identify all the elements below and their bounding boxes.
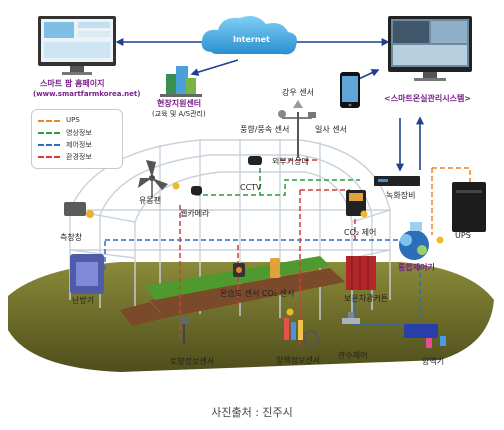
legend-swatch [38,144,60,146]
greenhouse-system-monitor [388,16,472,81]
legend-swatch [38,156,60,158]
irrigation-control-label: 관수제어 [338,351,368,360]
legend-swatch [38,120,60,122]
recording-device-label: 녹화장비 [386,191,416,200]
support-center-label: 현장지원센터 [157,99,202,108]
network-links [115,38,424,172]
side-window-label: 측창창 [60,233,83,242]
support-center-building-icon [160,66,202,97]
gear-icons [172,182,444,316]
legend-item-video: 영상정보 [38,128,122,138]
weather-station-icon [278,100,316,158]
video-line [195,160,360,196]
integrated-controller-icon [399,222,429,260]
internet-cloud-icon [201,16,297,55]
homepage-monitor [38,16,116,75]
ups-label: UPS [455,231,471,240]
legend-label: UPS [66,116,80,124]
control-line [104,239,421,326]
weather-station-label: 외부기상대 [272,157,309,166]
soil-sensor-label: 토양정보센서 [170,357,215,366]
irrigation-valve-icon [342,312,360,324]
rain-sensor-label: 강우 센서 [282,88,314,97]
homepage-url: (www.smartfarmkorea.net) [33,90,141,98]
smartphone-icon [340,72,360,108]
co2-controller-icon [346,190,366,216]
ventilation-fan-icon [138,160,168,198]
temp-humidity-sensor-icon [233,263,245,277]
web-camera-icon [191,186,202,195]
solar-sensor-label: 일사 센서 [315,125,347,134]
thermal-curtain-label: 보온차광커튼 [344,294,389,303]
heater-icon [70,254,104,294]
image-caption: 사진출처 : 진주시 [211,406,293,419]
legend: UPS 영상정보 제어정보 환경정보 [31,109,123,169]
greenhouse-system-label: <스마트온실관리시스템> [384,94,472,103]
cctv-label: CCTV [240,183,262,192]
co2-sensor-icon [270,258,280,278]
side-window-motor-icon [64,202,94,218]
cctv-camera-icon [248,156,262,165]
support-center-sub: (교육 및 A/S관리) [152,110,206,118]
nutrient-machine-label: 양액기 [422,357,445,366]
legend-label: 영상정보 [66,129,92,137]
legend-label: 제어정보 [66,141,92,149]
nutrient-sensor-label: 양액정보센서 [276,356,321,365]
nutrient-machine-icon [404,324,446,348]
legend-item-control: 제어정보 [38,140,122,150]
ups-device-icon [452,182,486,232]
recording-device-icon [374,176,420,186]
nutrient-sensor-icon [284,318,319,346]
web-camera-label: 웹카메라 [180,209,210,218]
legend-item-ups: UPS [38,116,122,126]
env-line [179,159,356,345]
co2-control-label: CO₂ 제어 [344,228,377,237]
legend-item-environment: 환경정보 [38,152,122,162]
temp-humidity-sensor-label: 온습도 센서 [220,289,260,298]
legend-label: 환경정보 [66,153,92,161]
soil-sensor-icon [179,318,189,345]
wind-sensor-label: 풍향/풍속 센서 [240,125,290,134]
internet-label: Internet [233,35,270,44]
heater-label: 난방기 [72,296,95,305]
thermal-curtain-icon [346,256,376,290]
legend-swatch [38,132,60,134]
co2-sensor-label: CO₂ 센서 [262,289,295,298]
homepage-title: 스마트 팜 홈페이지 [40,79,105,88]
integrated-controller-label: 통합제어기 [398,263,435,272]
ventilation-fan-label: 유동팬 [139,196,162,205]
